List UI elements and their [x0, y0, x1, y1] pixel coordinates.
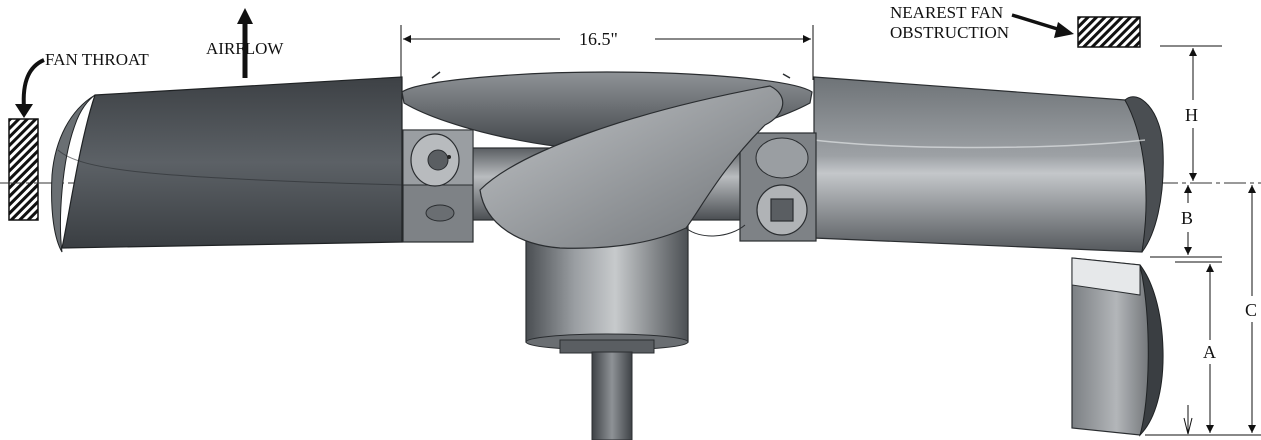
right-square-bolt-icon: [770, 198, 794, 222]
nearest-obstruction-label-line1: NEAREST FAN: [890, 3, 1003, 22]
dim-b-label: B: [1181, 208, 1193, 228]
dim-a-label: A: [1203, 342, 1216, 362]
fan-throat-arrowhead: [15, 104, 33, 118]
airflow-label: AIRFLOW: [206, 39, 284, 58]
drive-shaft: [591, 351, 633, 440]
width-dimension-label: 16.5": [579, 29, 618, 49]
fan-throat-arrow: [21, 58, 45, 109]
nearest-obstruction-label-line2: OBSTRUCTION: [890, 23, 1009, 42]
blade-section: [1071, 257, 1164, 437]
b-lower-tick: [1183, 417, 1193, 435]
nearest-obstruction-arrowhead: [1054, 22, 1074, 38]
fan-throat-block: [8, 118, 39, 221]
pitch-paddle: [479, 85, 784, 249]
dim-c-label: C: [1245, 300, 1257, 320]
right-blade: [813, 76, 1164, 253]
hub-assembly: [401, 71, 817, 440]
nearest-obstruction-arrow: [1011, 13, 1065, 33]
left-bolt-icon: [427, 149, 449, 171]
left-blade: [51, 76, 403, 253]
airflow-arrowhead: [237, 8, 253, 24]
nearest-obstruction-block: [1077, 16, 1141, 48]
dim-h-label: H: [1185, 105, 1198, 125]
fan-throat-label: FAN THROAT: [45, 50, 149, 69]
